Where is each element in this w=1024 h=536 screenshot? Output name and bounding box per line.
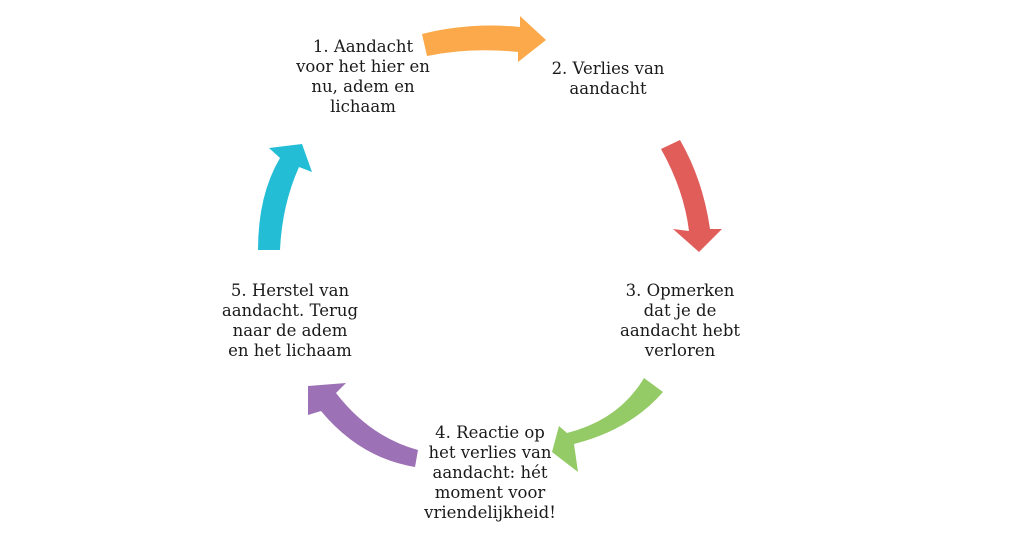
step-2-line-1: 2. Verlies van (551, 59, 665, 78)
curved-arrow-down-left-icon (552, 378, 663, 472)
step-5-line-1: 5. Herstel van (230, 281, 350, 300)
step-4-line-1: 4. Reactie op (435, 423, 545, 442)
step-1-line-1: 1. Aandacht (312, 37, 414, 56)
step-3-line-3: aandacht hebt (619, 321, 741, 340)
step-4-line-5: vriendelijkheid! (424, 503, 556, 522)
step-5-line-3: naar de adem (232, 321, 348, 340)
step-5-line-2: aandacht. Terug (221, 301, 359, 320)
step-4-line-2: het verlies van (428, 443, 552, 462)
step-1-line-4: lichaam (330, 97, 396, 116)
step-5-label: 5. Herstel van aandacht. Terug naar de a… (200, 281, 380, 361)
step-5-line-4: en het lichaam (228, 341, 352, 360)
step-3-line-1: 3. Opmerken (625, 281, 735, 300)
step-2-label: 2. Verlies van aandacht (548, 59, 668, 99)
step-3-line-4: verloren (644, 341, 716, 360)
curved-arrow-down-icon (661, 140, 722, 252)
step-1-line-3: nu, adem en (311, 77, 415, 96)
step-4-line-3: aandacht: hét (432, 463, 548, 482)
step-3-line-2: dat je de (643, 301, 717, 320)
curved-arrow-up-icon (258, 144, 312, 250)
step-2-line-2: aandacht (569, 79, 647, 98)
step-4-label: 4. Reactie op het verlies van aandacht: … (410, 423, 570, 523)
step-1-line-2: voor het hier en (296, 57, 430, 76)
step-4-line-4: moment voor (434, 483, 546, 502)
curved-arrow-up-left-icon (308, 383, 418, 467)
step-1-label: 1. Aandacht voor het hier en nu, adem en… (288, 37, 438, 117)
step-3-label: 3. Opmerken dat je de aandacht hebt verl… (610, 281, 750, 361)
curved-arrow-right-icon (422, 16, 546, 62)
